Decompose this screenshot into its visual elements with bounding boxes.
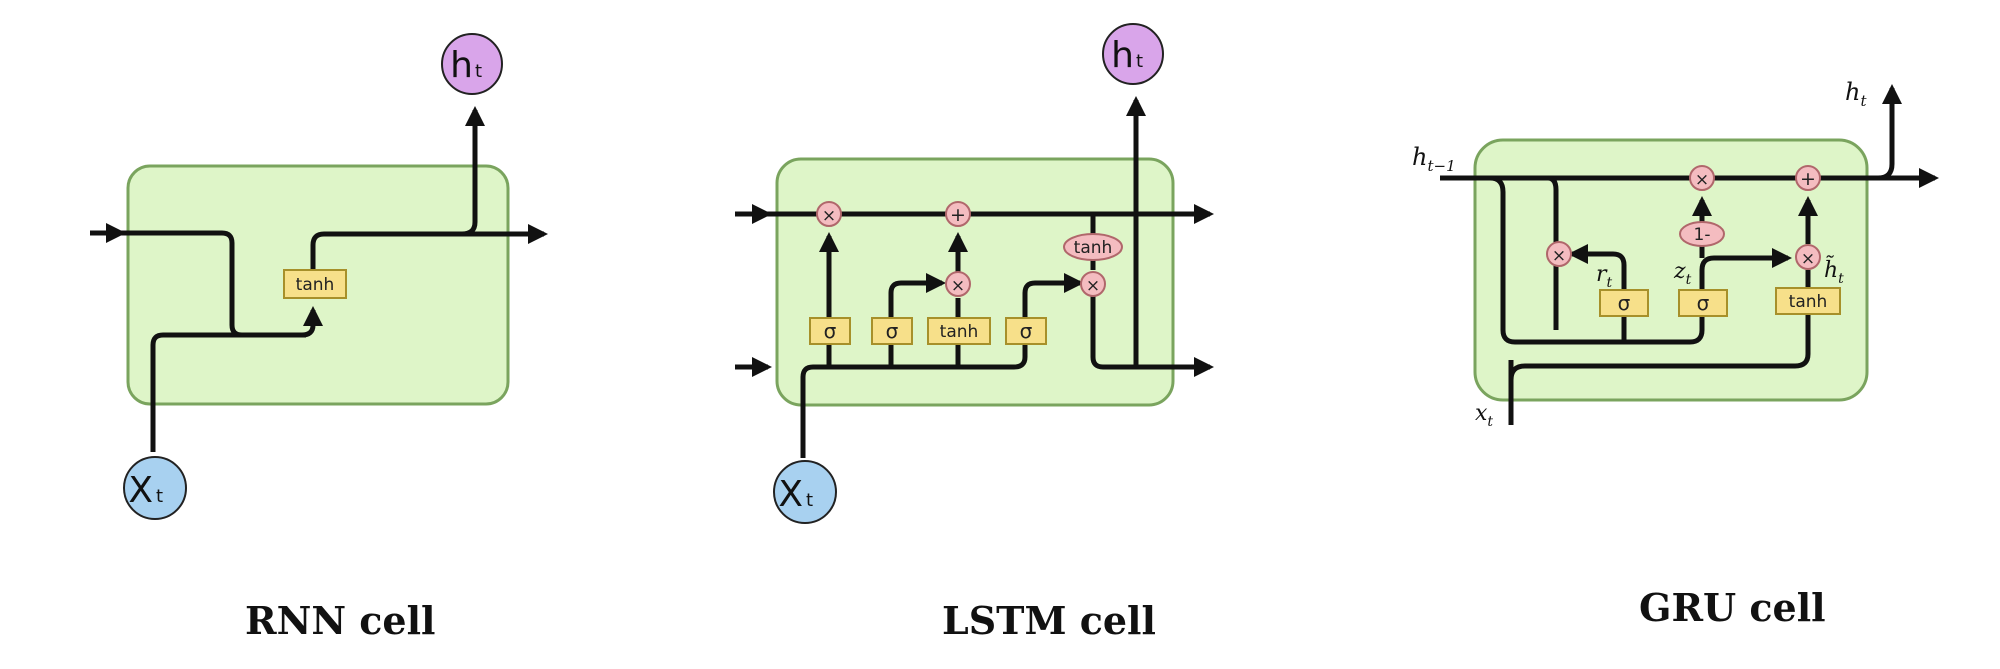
gru-candidate-gate <box>1775 287 1841 315</box>
gru-one-minus-label: 1- <box>1694 225 1711 245</box>
rnn-tanh-out-path <box>310 224 548 270</box>
lstm-add-symbol: + <box>950 204 966 226</box>
gru-x-label: xt <box>1475 401 1493 430</box>
lstm-title: LSTM cell <box>942 598 1156 643</box>
lstm-input-sub: t <box>806 490 813 511</box>
lstm-input-to-mult <box>888 273 946 318</box>
lstm-output-label: h <box>1111 35 1134 76</box>
lstm-output-gate <box>1005 317 1047 345</box>
lstm-forget-mult-symbol: × <box>822 206 836 226</box>
gru-output-up <box>1877 84 1902 181</box>
lstm-input-mult-op <box>945 271 971 297</box>
rnn-output-up-path <box>461 106 485 237</box>
gru-r-to-mult <box>1568 244 1627 290</box>
lstm-input-gate <box>871 317 913 345</box>
lstm-forget-gate <box>809 317 851 345</box>
gru-hprev-branch-a <box>1489 175 1705 345</box>
gru-hout-label: ht <box>1845 78 1867 110</box>
rnn-input-path <box>150 306 323 452</box>
lstm-input-path <box>800 344 1028 458</box>
lstm-output-sub: t <box>1136 51 1143 72</box>
gru-hcand-label: h̃t <box>1824 256 1844 287</box>
rnn-cell: tanh X t h t <box>90 33 548 520</box>
rnn-input-label: X <box>128 470 153 511</box>
rnn-output-node <box>441 33 503 95</box>
gru-update-gate <box>1678 289 1728 317</box>
lstm-output-gate-label: σ <box>1020 319 1033 343</box>
lstm-candidate-gate-label: tanh <box>940 322 979 342</box>
gru-state-mult-op <box>1689 165 1715 191</box>
lstm-input-label: X <box>778 474 803 515</box>
gru-hprev-label: ht−1 <box>1412 143 1456 175</box>
lstm-forget-mult-op <box>816 201 842 227</box>
lstm-input-mult-symbol: × <box>951 276 965 296</box>
lstm-input-node <box>773 460 837 524</box>
gru-input-to-tanh <box>1508 313 1811 381</box>
gru-cell-body <box>1473 138 1869 402</box>
lstm-add-op <box>945 201 971 227</box>
gru-candidate-mult-op <box>1795 244 1821 270</box>
lstm-cell-tanh-op <box>1063 233 1123 261</box>
lstm-output-mult-op <box>1080 271 1106 297</box>
gru-candidate-mult-symbol: × <box>1801 249 1815 269</box>
lstm-output-gate-to-mult <box>1022 273 1084 318</box>
gru-z-label: zt <box>1673 259 1692 288</box>
gru-add-op <box>1795 165 1821 191</box>
rnn-title: RNN cell <box>245 598 436 643</box>
gru-reset-gate <box>1599 289 1649 317</box>
gru-one-minus-op <box>1679 221 1725 247</box>
lstm-output-mult-symbol: × <box>1086 276 1100 296</box>
rnn-output-sub: t <box>475 61 482 82</box>
gru-z-stem <box>1699 248 1792 290</box>
lstm-candidate-gate <box>927 317 991 345</box>
gru-cell: σ σ tanh × × + × 1- ht−1 ht xt rt zt h̃t <box>1412 78 1939 430</box>
rnn-input-node <box>123 456 187 520</box>
rnn-input-sub: t <box>156 486 163 507</box>
lstm-cell: σ σ tanh σ × + × × tanh X t h t <box>735 23 1214 524</box>
gru-reset-mult-symbol: × <box>1552 246 1566 266</box>
gru-reset-mult-op <box>1546 241 1572 267</box>
lstm-mult-down <box>1090 296 1214 377</box>
lstm-input-gate-label: σ <box>886 319 899 343</box>
gru-candidate-gate-label: tanh <box>1789 292 1828 312</box>
lstm-gate-row: σ σ tanh σ <box>809 317 1047 345</box>
rnn-tanh-label: tanh <box>296 275 335 295</box>
gru-reset-gate-label: σ <box>1618 291 1631 315</box>
lstm-output-node <box>1102 23 1164 85</box>
rnn-tanh-gate <box>283 269 347 299</box>
gru-state-mult-symbol: × <box>1695 170 1709 190</box>
gru-add-symbol: + <box>1800 168 1816 190</box>
gru-hprev-branch-b <box>1547 175 1559 330</box>
lstm-forget-gate-label: σ <box>824 319 837 343</box>
lstm-cell-tanh-label: tanh <box>1074 238 1113 258</box>
rnn-output-label: h <box>450 45 473 86</box>
gru-update-gate-label: σ <box>1697 291 1710 315</box>
gru-title: GRU cell <box>1639 585 1826 630</box>
gru-r-label: rt <box>1596 262 1613 291</box>
